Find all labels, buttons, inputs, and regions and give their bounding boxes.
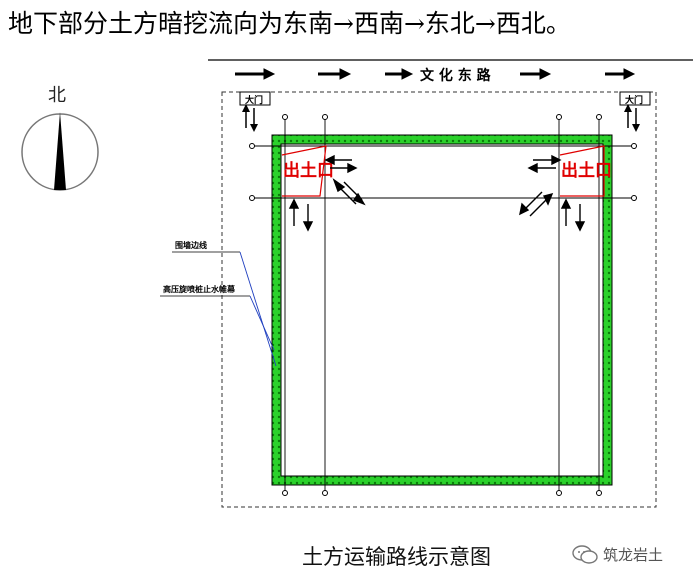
north-arrow-icon bbox=[54, 112, 66, 190]
exit-west: 出土口 bbox=[281, 145, 334, 197]
legend-pile-wall: 高压旋喷桩止水帷幕 bbox=[163, 284, 236, 294]
route-arrows-west bbox=[288, 154, 366, 232]
svg-text:出土口: 出土口 bbox=[561, 160, 612, 181]
watermark: 筑龙岩土 bbox=[572, 544, 663, 565]
gate-east: 大门 bbox=[619, 91, 651, 132]
wechat-icon bbox=[572, 544, 598, 564]
pile-wall-ring bbox=[271, 134, 613, 486]
svg-text:大门: 大门 bbox=[245, 94, 263, 106]
legend-pit-edge: 围墙边线 bbox=[175, 240, 207, 250]
legend: 围墙边线 高压旋喷桩止水帷幕 bbox=[160, 240, 277, 367]
page-heading: 地下部分土方暗挖流向为东南→西南→东北→西北。 bbox=[8, 9, 571, 38]
north-label: 北 bbox=[48, 85, 66, 106]
svg-text:大门: 大门 bbox=[625, 94, 643, 106]
site-boundary bbox=[221, 91, 657, 508]
diagram-caption: 土方运输路线示意图 bbox=[302, 545, 491, 569]
road-label: 文 化 东 路 bbox=[420, 67, 492, 84]
axis-lines bbox=[253, 118, 633, 492]
route-arrows-east bbox=[519, 154, 586, 232]
gate-west: 大门 bbox=[239, 91, 271, 132]
svg-text:出土口: 出土口 bbox=[283, 160, 334, 181]
road-direction-arrows bbox=[235, 68, 636, 80]
watermark-text: 筑龙岩土 bbox=[603, 546, 664, 564]
north-compass: 北 bbox=[21, 85, 99, 191]
exit-east: 出土口 bbox=[559, 145, 612, 197]
axis-nodes bbox=[249, 114, 637, 496]
